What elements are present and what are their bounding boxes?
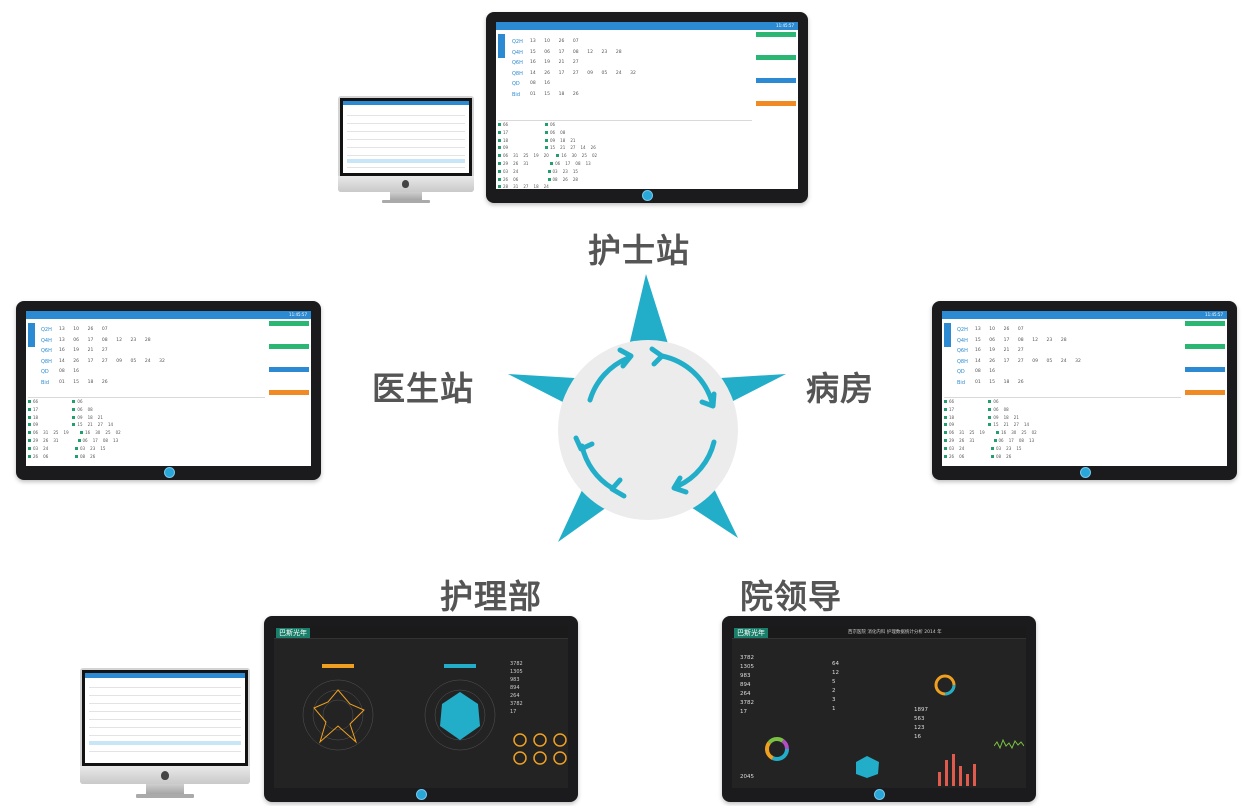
- stats-column-left: 3782 1305 983 894 264 3782 17: [740, 655, 754, 715]
- screen-sidetab: [28, 323, 35, 347]
- radar-chart-orange: [302, 664, 374, 751]
- nursing-dept-screen: 巴斯光年 3782 1305 983 894 264 3782 17: [274, 626, 568, 788]
- hexagon-radar: [856, 756, 879, 778]
- task-list: 66 06 17 06 08 18 09 18 21 09 15 21 27 1…: [498, 120, 752, 189]
- frequency-values: 13 10 26 07 15 06 17 08 12 23 28 16 19 2…: [975, 327, 1081, 385]
- imac-bottom-left: [80, 668, 250, 802]
- power-button: [163, 467, 175, 478]
- mini-gauges: [513, 733, 567, 765]
- imac-top-left: [338, 96, 474, 206]
- power-button: [1079, 467, 1091, 478]
- imac-table-screen: [85, 673, 245, 763]
- brand-logo: 巴斯光年: [734, 628, 768, 638]
- center-star-diagram: [508, 274, 786, 542]
- bar-chart-red: [938, 754, 976, 786]
- right-panel: [269, 321, 309, 413]
- task-list: 66 06 17 06 08 18 09 18 21 09 15 21 27 1…: [28, 397, 265, 460]
- stats-column: 3782 1305 983 894 264 3782 17: [510, 661, 523, 715]
- screen-header: 11:45:57: [26, 311, 311, 319]
- apple-logo-icon: [161, 771, 169, 780]
- right-panel: [1185, 321, 1225, 413]
- stats-column-right: 1897 563 123 16: [914, 707, 928, 740]
- nurse-station-label: 护士站: [588, 231, 690, 270]
- screen-sidetab: [498, 34, 505, 58]
- frequency-values: 13 10 26 07 13 06 17 08 12 23 28 16 19 2…: [59, 327, 165, 385]
- doctor-station-label: 医生站: [372, 369, 474, 408]
- hospital-leader-monitor: 巴斯光年 西京医院 消化内科 护理数据统计分析 2014 年 3782 1305…: [722, 616, 1036, 802]
- right-panel: [756, 32, 796, 124]
- stats-column-mid: 64 12 5 2 3 1: [832, 661, 839, 712]
- power-button: [642, 190, 653, 201]
- nursing-dept-monitor: 巴斯光年 3782 1305 983 894 264 3782 17: [264, 616, 578, 802]
- stats-column-left-bottom: 2045: [740, 774, 754, 780]
- frequency-values: 13 10 26 07 15 06 17 08 12 23 28 16 19 2…: [530, 39, 636, 97]
- screen-header: 11:45:57: [496, 22, 798, 30]
- brand-logo: 巴斯光年: [276, 628, 310, 638]
- hospital-leader-screen: 巴斯光年 西京医院 消化内科 护理数据统计分析 2014 年 3782 1305…: [732, 626, 1026, 788]
- radar-chart-teal: [424, 664, 496, 751]
- line-chart-green: [994, 738, 1024, 750]
- donut-chart: [765, 737, 789, 761]
- ring-gauge: [934, 674, 956, 696]
- ward-label: 病房: [806, 369, 874, 408]
- hospital-leader-label: 院领导: [740, 577, 842, 616]
- power-button: [416, 789, 427, 800]
- nursing-dept-label: 护理部: [440, 577, 542, 616]
- dashboard-title: 西京医院 消化内科 护理数据统计分析 2014 年: [848, 630, 942, 635]
- apple-logo-icon: [402, 180, 409, 188]
- imac-table-screen: [343, 101, 469, 173]
- dashboard-header: 巴斯光年 西京医院 消化内科 护理数据统计分析 2014 年: [732, 626, 1026, 639]
- task-list: 66 06 17 06 08 18 09 18 21 09 15 21 27 1…: [944, 397, 1181, 460]
- circular-arrows-icon: [573, 346, 717, 499]
- dashboard-header: 巴斯光年: [274, 626, 568, 639]
- screen-header: 11:45:57: [942, 311, 1227, 319]
- screen-sidetab: [944, 323, 951, 347]
- cycle-background: [558, 340, 738, 520]
- power-button: [874, 789, 885, 800]
